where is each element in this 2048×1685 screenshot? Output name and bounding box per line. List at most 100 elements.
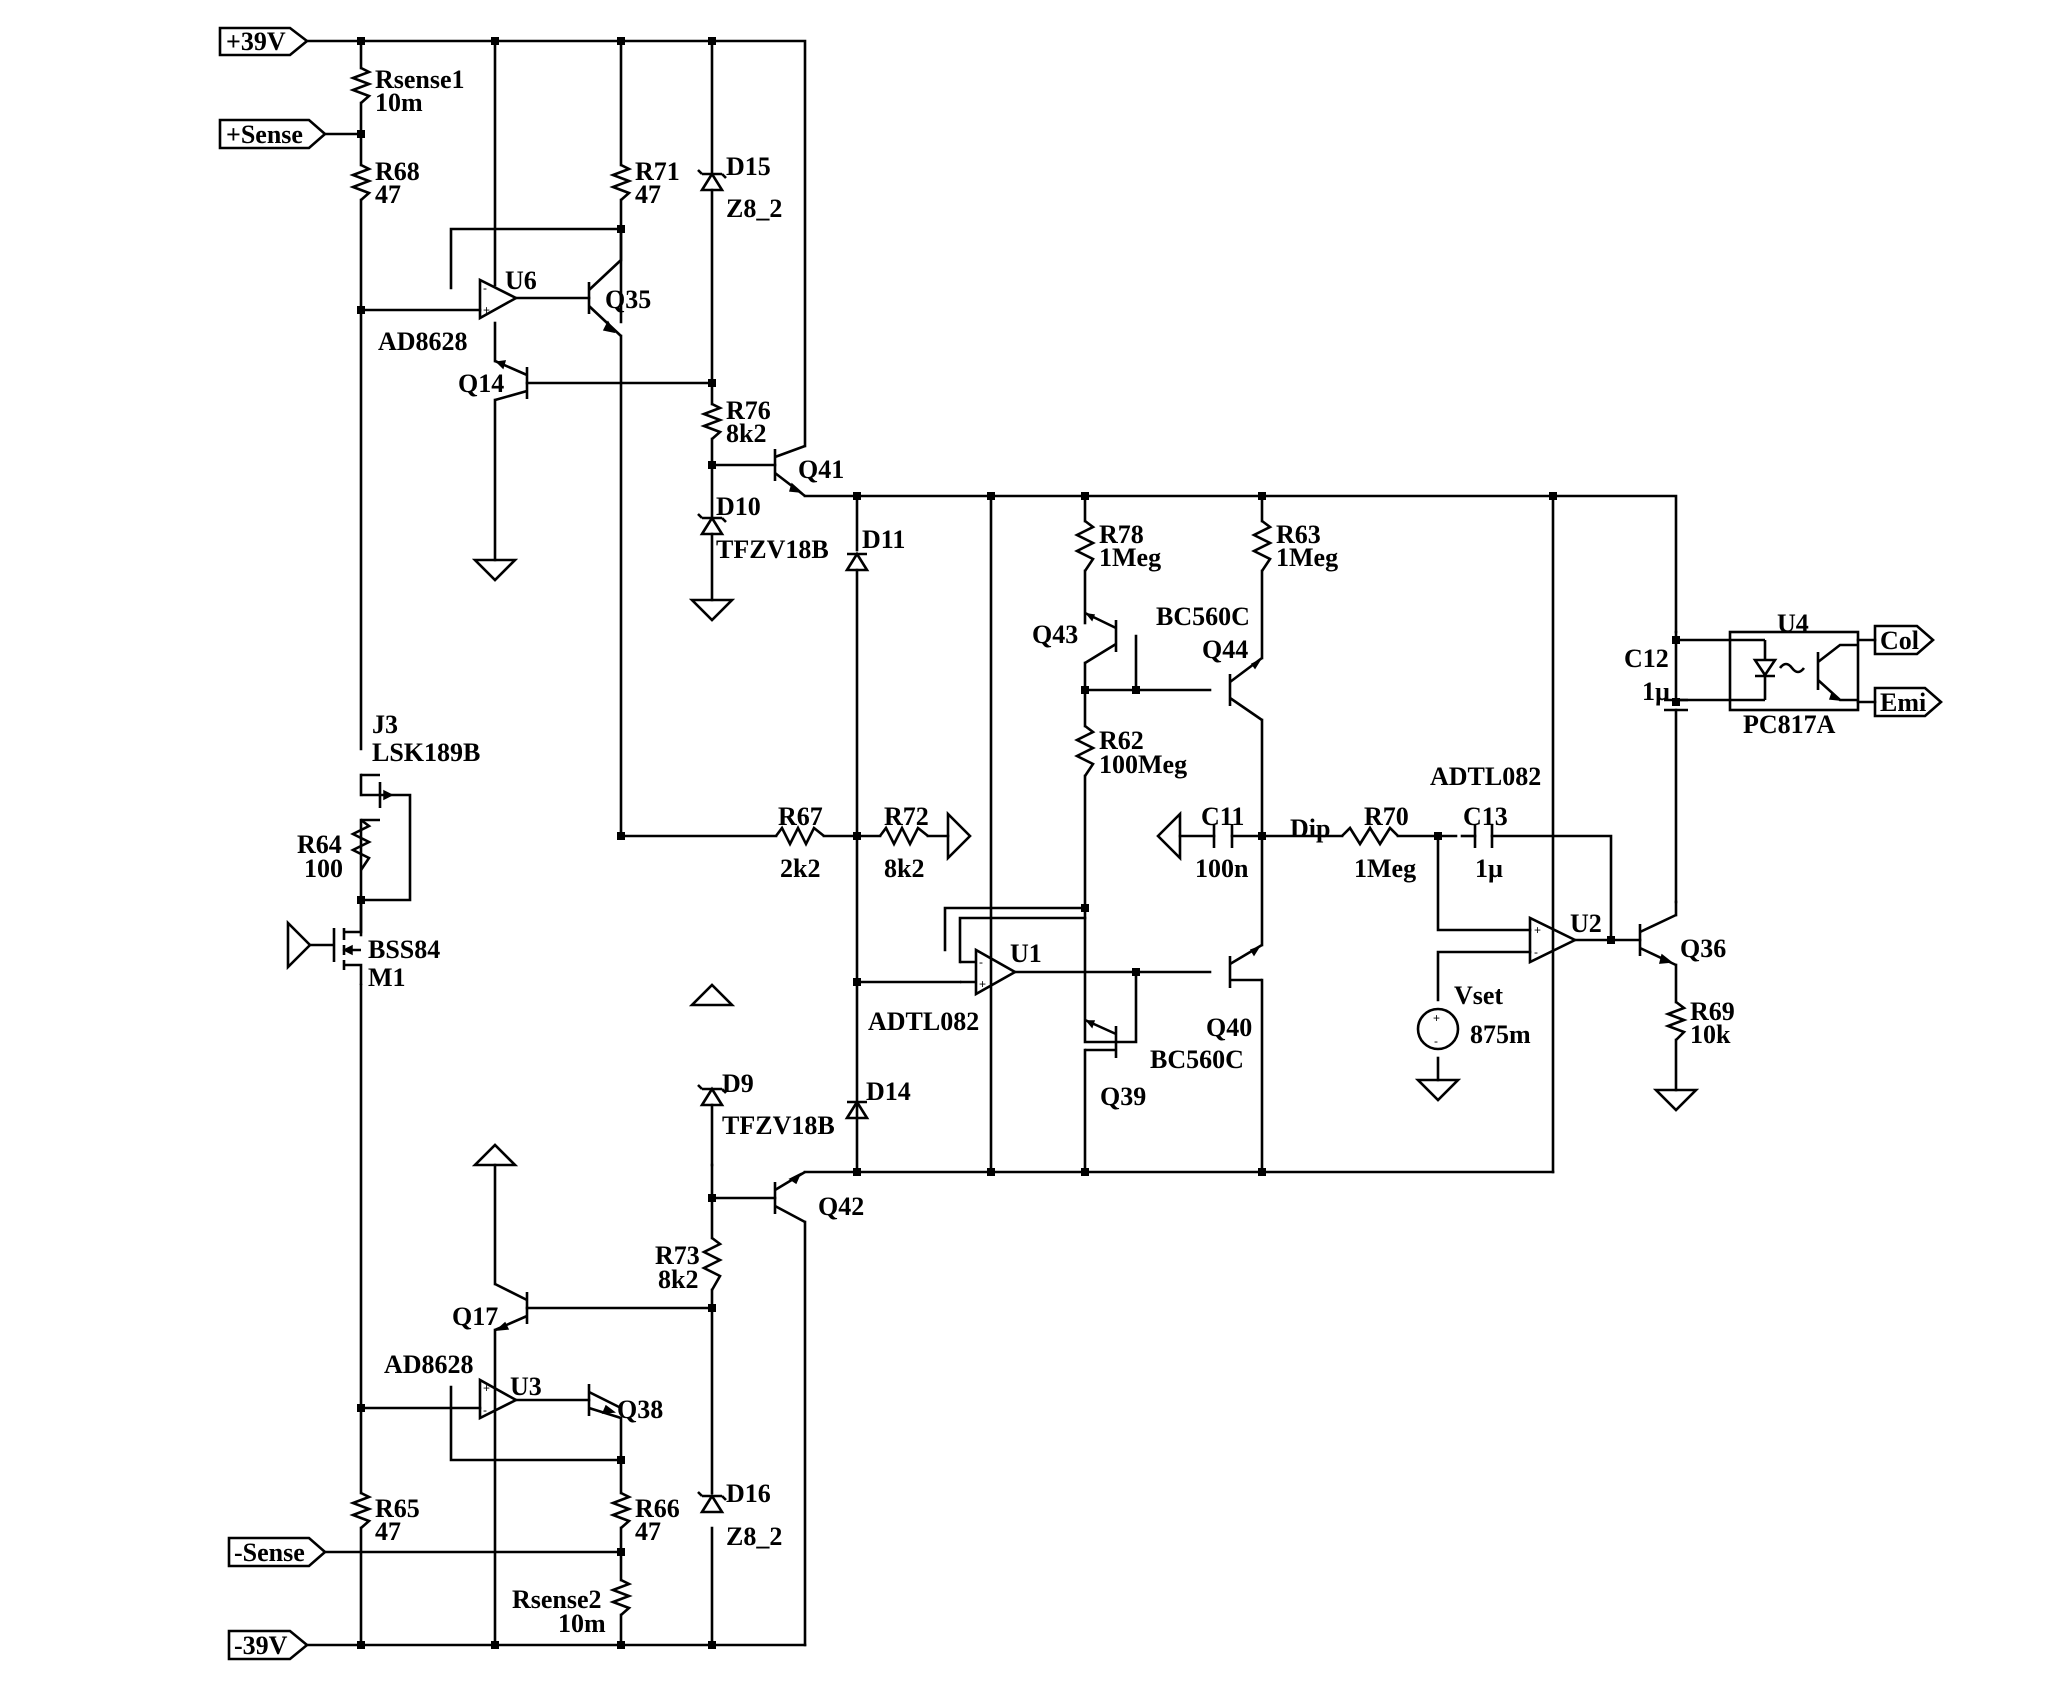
q40-value: BC560C — [1150, 1045, 1244, 1074]
svg-text:-: - — [1434, 1034, 1438, 1048]
r69-symbol — [1664, 1000, 1688, 1041]
r72-symbol — [878, 825, 929, 847]
port-emi-label: Emi — [1880, 688, 1926, 717]
r64-symbol — [350, 818, 372, 871]
q38-name: Q38 — [617, 1395, 663, 1424]
q39-symbol — [1084, 1018, 1118, 1058]
r71-name: R71 — [635, 157, 680, 186]
m1-name: M1 — [368, 963, 406, 992]
port-n39v: -39V — [227, 1629, 310, 1661]
svg-text:+: + — [1534, 923, 1541, 937]
svg-text:+: + — [483, 303, 490, 317]
r78-symbol — [1074, 519, 1096, 572]
r66-name: R66 — [635, 1494, 680, 1523]
r65-value: 47 — [375, 1517, 401, 1546]
c13-name: C13 — [1463, 802, 1508, 831]
d16-symbol — [697, 1491, 727, 1514]
q36-symbol — [1638, 913, 1677, 967]
rsense1-value: 10m — [375, 88, 423, 117]
u4-value: PC817A — [1743, 710, 1836, 739]
d16-name: D16 — [726, 1479, 771, 1508]
c12-symbol — [1664, 698, 1688, 712]
svg-text:-: - — [979, 955, 983, 969]
ground-c11 — [1156, 810, 1182, 862]
r63-name: R63 — [1276, 520, 1321, 549]
d14-name: D14 — [866, 1077, 911, 1106]
port-p39v-label: +39V — [226, 27, 286, 56]
u3-value: AD8628 — [384, 1350, 474, 1379]
u6-value: AD8628 — [378, 327, 468, 356]
u2-name: U2 — [1570, 909, 1602, 938]
u1-name: U1 — [1010, 939, 1042, 968]
r78-name: R78 — [1099, 520, 1144, 549]
r68-symbol — [349, 163, 373, 201]
rsense1-name: Rsense1 — [375, 65, 465, 94]
ground-r72 — [946, 810, 972, 862]
m1-symbol — [310, 900, 363, 985]
c13-symbol — [1473, 824, 1494, 848]
vset-name: Vset — [1454, 981, 1503, 1010]
r69-name: R69 — [1690, 997, 1735, 1026]
r62-value: 100Meg — [1099, 750, 1187, 779]
q42-name: Q42 — [818, 1192, 864, 1221]
c11-name: C11 — [1201, 802, 1244, 831]
capacitors — [1212, 698, 1688, 848]
port-p39v: +39V — [218, 26, 310, 57]
u6-name: U6 — [505, 266, 537, 295]
q36-name: Q36 — [1680, 934, 1726, 963]
u4-name: U4 — [1777, 609, 1809, 638]
q42-symbol — [773, 1170, 806, 1224]
d9-name: D9 — [722, 1069, 754, 1098]
u2-value: ADTL082 — [1430, 762, 1541, 791]
diodes — [697, 169, 870, 1514]
ground-d10 — [688, 598, 736, 622]
q41-symbol — [773, 444, 806, 498]
q38-symbol — [587, 1384, 622, 1420]
d10-value: TFZV18B — [716, 535, 829, 564]
r73-value: 8k2 — [658, 1265, 698, 1294]
rsense2-name: Rsense2 — [512, 1585, 602, 1614]
r78-value: 1Meg — [1099, 543, 1161, 572]
r72-name: R72 — [884, 802, 929, 831]
port-psense: +Sense — [218, 118, 327, 150]
d11-name: D11 — [862, 525, 905, 554]
supply-d9 — [688, 983, 736, 1007]
ground-q14 — [471, 558, 519, 582]
r62-name: R62 — [1099, 726, 1144, 755]
dip-label: Dip — [1290, 814, 1330, 843]
r70-value: 1Meg — [1354, 854, 1416, 883]
resistors — [349, 66, 1688, 1616]
opamp-feedback — [958, 916, 1087, 964]
r65-name: R65 — [375, 1494, 420, 1523]
port-emi: Emi — [1873, 686, 1943, 718]
u4-symbol — [1728, 630, 1860, 712]
j3-name: J3 — [372, 710, 398, 739]
r63-symbol — [1251, 519, 1273, 572]
q40-symbol — [1228, 943, 1263, 988]
r62-symbol — [1074, 724, 1096, 777]
port-psense-label: +Sense — [226, 120, 303, 149]
q43-symbol — [1084, 611, 1118, 665]
r67-value: 2k2 — [780, 854, 820, 883]
r67-symbol — [774, 825, 825, 847]
d11-symbol — [844, 551, 870, 572]
rsense2-symbol — [609, 1578, 633, 1616]
u3-name: U3 — [510, 1372, 542, 1401]
r64-value: 100 — [304, 854, 343, 883]
ground-m1 — [286, 919, 312, 971]
u3-symbol: + - — [478, 1377, 519, 1421]
r76-name: R76 — [726, 396, 771, 425]
svg-text:-: - — [483, 281, 487, 295]
r70-name: R70 — [1364, 802, 1409, 831]
port-col: Col — [1873, 624, 1935, 656]
u2-symbol: + - — [1528, 915, 1578, 965]
d9-symbol — [697, 1084, 727, 1107]
svg-text:-: - — [483, 1403, 487, 1417]
r68-value: 47 — [375, 180, 401, 209]
m1-value: BSS84 — [368, 935, 440, 964]
d16-value: Z8_2 — [726, 1522, 782, 1551]
d15-value: Z8_2 — [726, 194, 782, 223]
r71-symbol — [609, 163, 633, 201]
c11-value: 100n — [1195, 854, 1249, 883]
